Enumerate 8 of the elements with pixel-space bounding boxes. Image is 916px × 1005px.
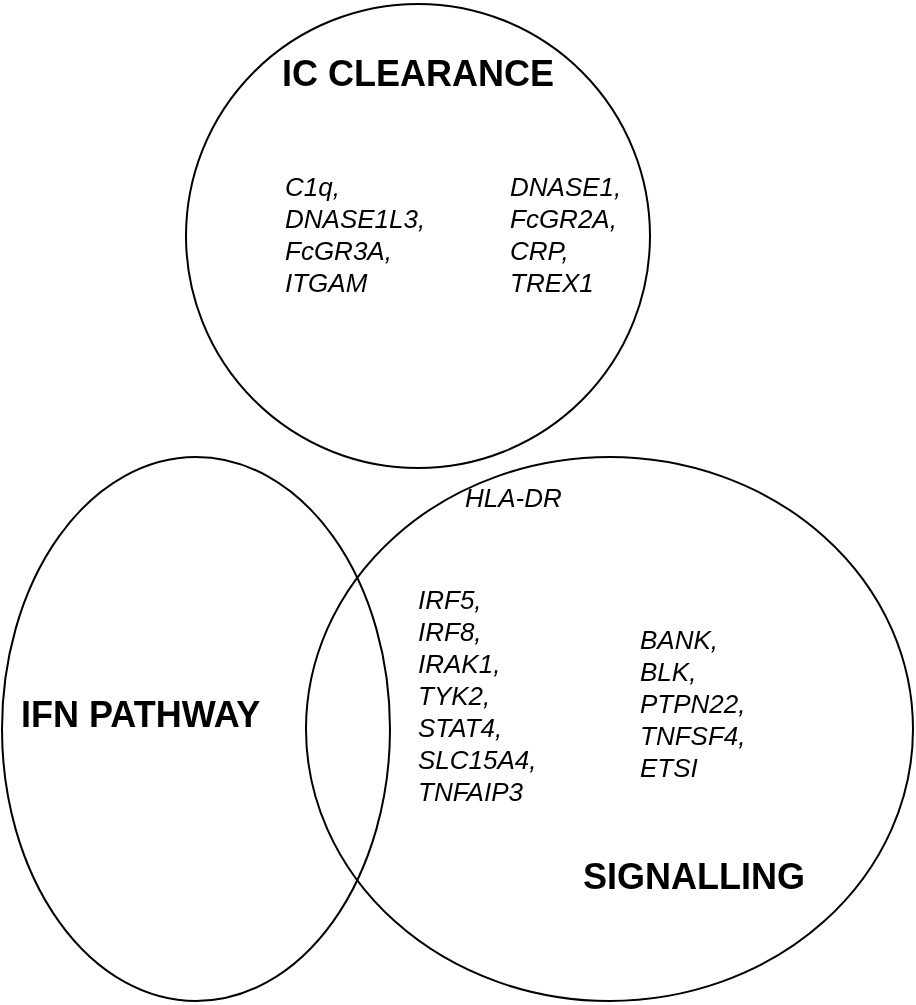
gene-list: C1q, DNASE1L3, FcGR3A, ITGAM [285, 171, 426, 299]
set-title: IFN PATHWAY [21, 694, 261, 736]
gene-list: DNASE1, FcGR2A, CRP, TREX1 [510, 171, 622, 299]
set-title: SIGNALLING [583, 856, 805, 898]
gene-list: HLA-DR [465, 482, 562, 514]
set-title: IC CLEARANCE [281, 53, 555, 95]
gene-list: IRF5, IRF8, IRAK1, TYK2, STAT4, SLC15A4, TNFAIP3 [418, 584, 537, 808]
gene-list: BANK, BLK, PTPN22, TNFSF4, ETSI [640, 624, 746, 784]
